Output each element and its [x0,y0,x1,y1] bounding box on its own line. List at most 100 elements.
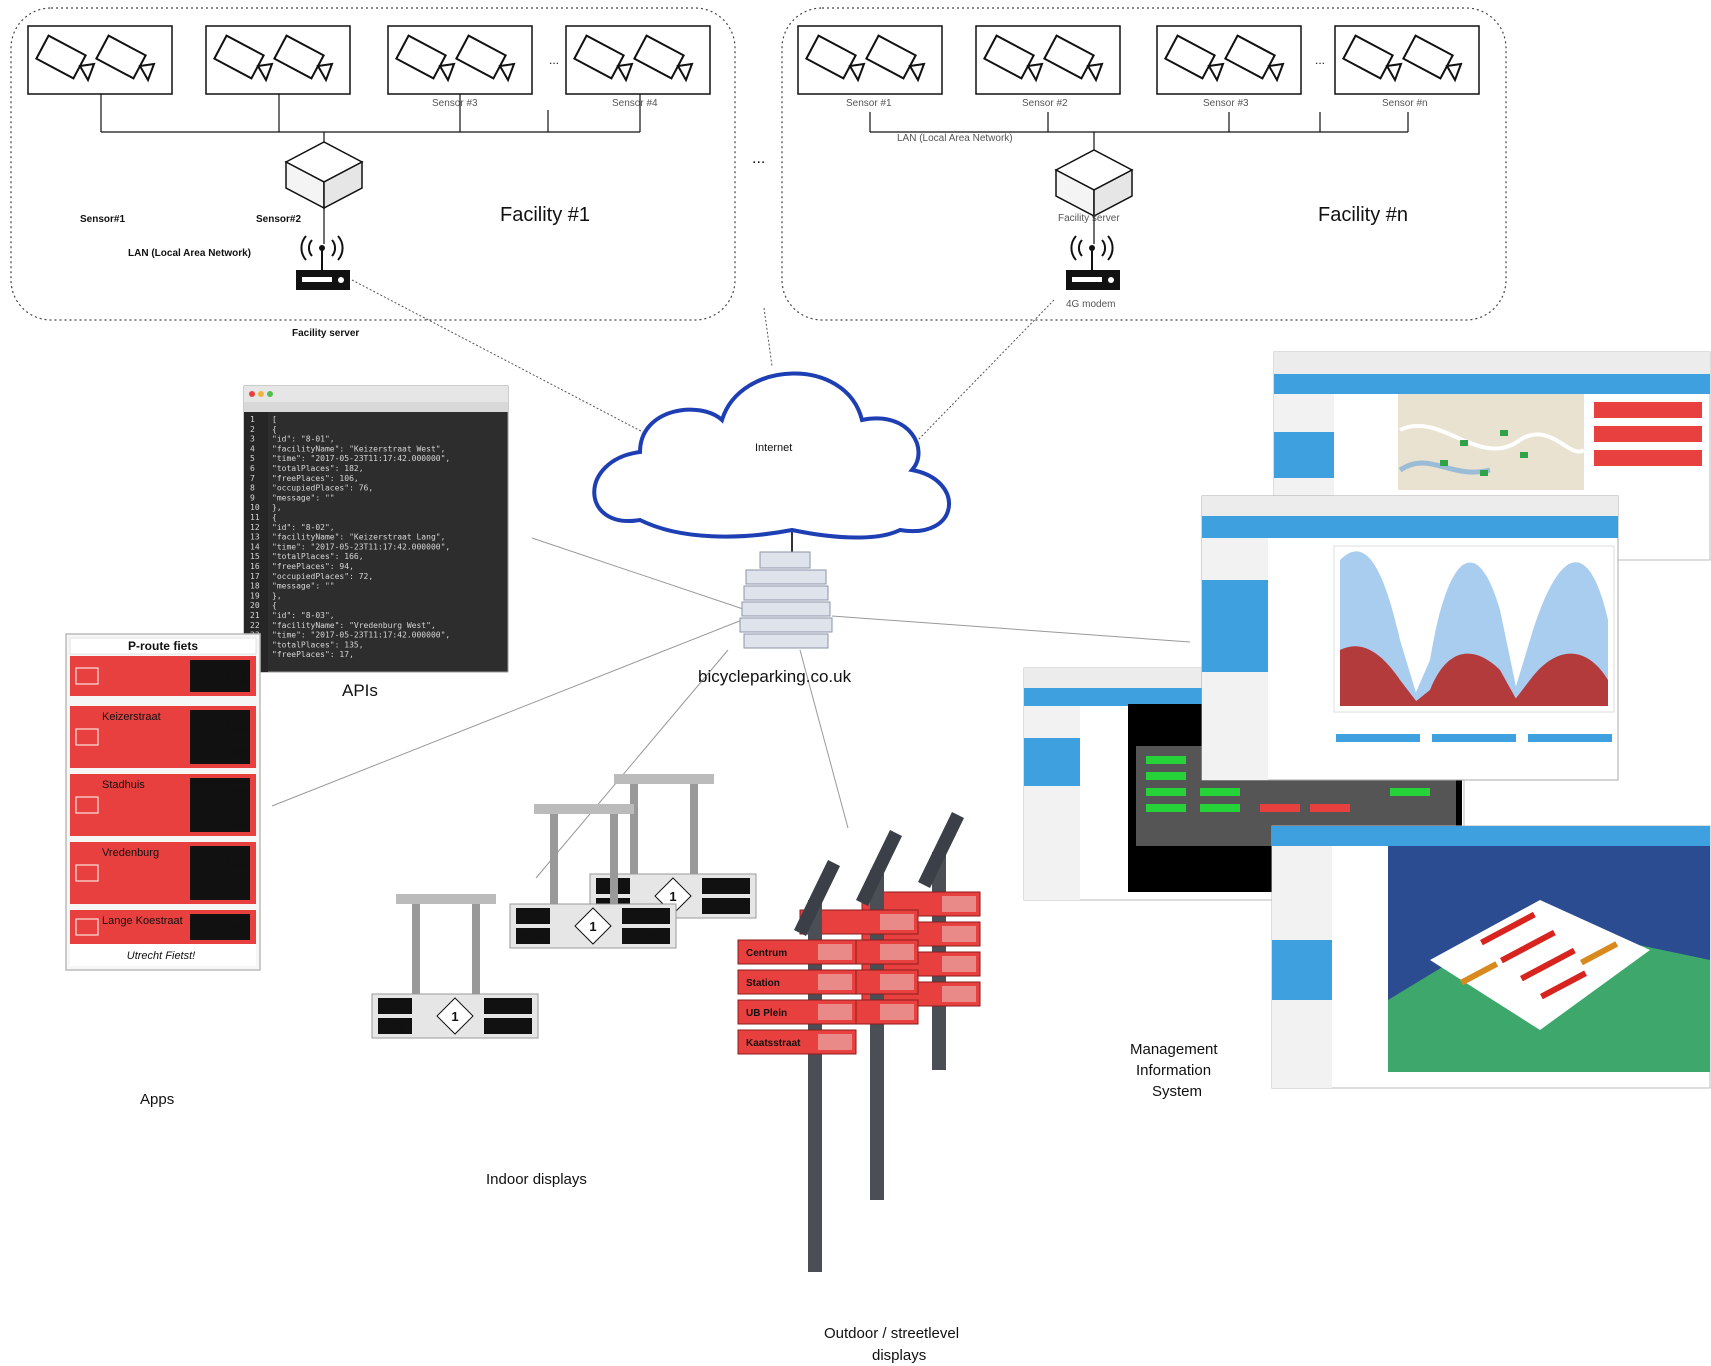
facility-server-icon [285,141,363,209]
code-line-number: 11 [250,513,260,522]
app-card-counter [190,846,250,900]
camera-pair-icon [565,25,711,95]
code-line: "time": "2017-05-23T11:17:42.000000", [272,454,450,463]
app-card-count-b: 33 [232,813,248,829]
code-line: "time": "2017-05-23T11:17:42.000000", [272,631,450,640]
sensor-1-label: Sensor#1 [80,214,125,225]
mis-chart-screen [1201,495,1619,781]
indoor-display-left-top: 38 [387,998,403,1014]
app-card-counter [190,660,250,692]
code-line: "totalPlaces": 166, [272,552,364,561]
code-line: }, [272,591,282,600]
camera-pair-icon [1156,25,1302,95]
sensor-n-label: Sensor #n [1382,98,1428,109]
indoor-display-left-top: 38 [525,908,541,924]
camera-pair-icon [797,25,943,95]
indoor-display-right-top: 18 [638,908,654,924]
cloud-icon [592,371,951,540]
modem-icon [1065,235,1121,291]
code-line-number: 9 [250,493,255,502]
code-line: "totalPlaces": 135, [272,640,364,649]
code-line: "freePlaces": 17, [272,650,354,659]
app-card-count-a: 135 [225,853,249,869]
lan-bus-n [869,112,1409,150]
code-line: "facilityName": "Keizerstraat Lang", [272,533,445,542]
code-line: "facilityName": "Vredenburg West", [272,621,436,630]
code-line: "id": "8-02", [272,523,335,532]
indoor-display-right-bottom: 226 [496,1018,520,1034]
code-line: }, [272,503,282,512]
app-footer: Utrecht Fietst! [127,950,195,962]
code-line-number: 4 [250,444,255,453]
code-line-number: 6 [250,464,255,473]
indoor-display-left-bottom: VOL [381,1018,410,1034]
code-line: "message": "" [272,493,335,502]
solid-links [271,532,1191,879]
indoor-display-left-bottom: VOL [519,928,548,944]
cloud-label: Internet [755,442,792,454]
outdoor-sign-label: Station [746,978,780,989]
ellipsis-marker: ... [549,53,559,67]
ellipsis-marker: ... [1315,53,1325,67]
between-facilities-ellipsis: ... [752,150,765,167]
app-card-count-a: 171 [225,667,249,683]
app-card-count-a: 166 [225,717,249,733]
lan-label: LAN (Local Area Network) [128,248,251,259]
facility-server-label: Facility server [1058,213,1120,224]
outdoor-label-line1: Outdoor / streetlevel [824,1325,959,1342]
dotted-links [351,279,1055,441]
internet-cloud: Internet [592,371,951,540]
code-line-number: 18 [250,582,260,591]
app-card-name: Stadhuis [102,779,145,791]
indoor-display-right-bottom: 226 [714,898,738,914]
indoor-display-right-top: 18 [718,878,734,894]
code-line-number: 17 [250,572,260,581]
code-line-number: 22 [250,621,260,630]
mis-label-line3: System [1152,1083,1202,1100]
code-line: { [272,425,277,434]
code-line: "id": "8-01", [272,435,335,444]
parking-icon [75,728,99,746]
app-card-counter [190,710,250,764]
indoor-display-center: 1 [669,889,676,904]
sensor-3-label: Sensor #3 [432,98,478,109]
app-card-count-b: 58 [232,673,248,689]
mis-screenshots [1023,351,1711,1089]
app-card-counter [190,914,250,940]
indoor-display-center: 1 [589,919,596,934]
facility-n-boundary [781,7,1507,321]
server-stack-icon [739,551,833,649]
code-line: { [272,601,277,610]
modem-label: 4G modem [1066,299,1115,310]
app-card-count-a: 22 [232,921,248,937]
app-header: P-route fiets [128,639,198,653]
facility-server-label: Facility server [292,328,359,339]
outdoor-label-line2: displays [872,1347,926,1364]
indoor-display-center: 1 [451,1009,458,1024]
code-line-number: 7 [250,474,255,483]
code-line-number: 14 [250,542,260,551]
app-card-count-b: 17 [232,881,248,897]
indoor-display-right-bottom: 226 [634,928,658,944]
facility-1-group: ... Sensor #3 Sensor #4 Sensor#1 Sensor#… [10,7,736,339]
code-line: "time": "2017-05-23T11:17:42.000000", [272,542,450,551]
outdoor-sign-label: Centrum [746,948,787,959]
indoor-displays: 38VOL11822638VOL11822638VOL118226 [371,774,757,1039]
sensor-2-label: Sensor#2 [256,214,301,225]
code-line: "freePlaces": 106, [272,474,359,483]
sensor-1-label: Sensor #1 [846,98,892,109]
app-card-name: Vredenburg [102,847,159,859]
code-line-number: 20 [250,601,260,610]
api-code-window: 1[2 {3 "id": "8-01",4 "facilityName": "K… [243,385,509,673]
code-line-number: 10 [250,503,260,512]
indoor-display-right-top: 18 [500,998,516,1014]
code-line-number: 19 [250,591,260,600]
mis-label-line1: Management [1130,1041,1218,1058]
sensor-4-label: Sensor #4 [612,98,658,109]
app-card-count-b: 94 [232,745,248,761]
code-line-number: 3 [250,435,255,444]
